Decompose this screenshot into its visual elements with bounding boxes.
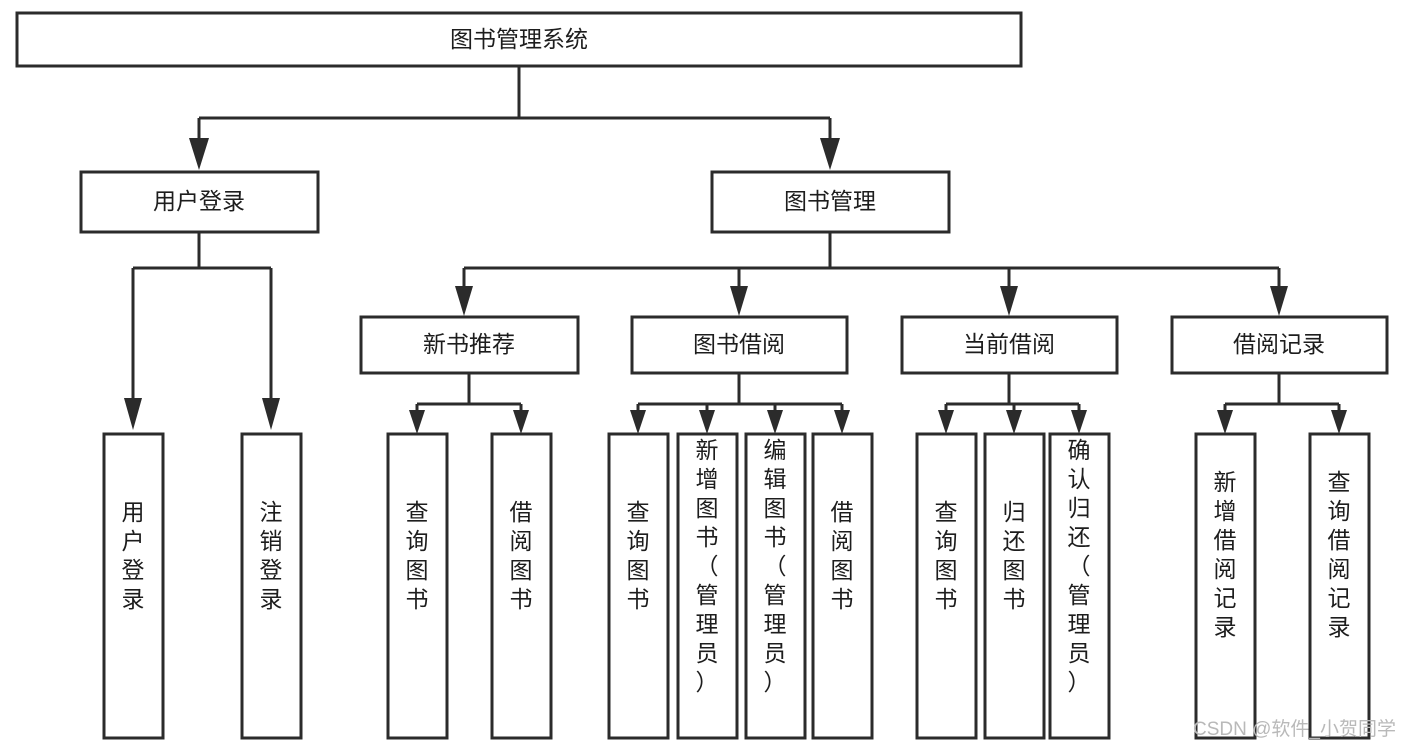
connector-group-book-manage-to-level3 xyxy=(455,233,1288,316)
node-new-book-recommend-box[interactable] xyxy=(359,315,580,375)
node-leaf-logout-login-label: 注销登录 xyxy=(260,499,283,612)
node-book-manage[interactable]: 图书管理 xyxy=(710,170,951,234)
node-book-borrow-label: 图书借阅 xyxy=(693,331,785,357)
node-leaf-query-borrow-record-box[interactable] xyxy=(1308,432,1371,740)
node-leaf-add-borrow-record[interactable]: 新增借阅记录 xyxy=(1194,432,1257,740)
arrow-head-new-book-recommend xyxy=(455,286,473,316)
node-leaf-borrow-book-2-label: 借阅图书 xyxy=(831,499,854,612)
arrow-head-leaf-borrow-book-2 xyxy=(834,410,850,434)
node-user-login[interactable]: 用户登录 xyxy=(79,170,320,234)
arrow-head-leaf-query-book-2 xyxy=(630,410,646,434)
node-leaf-query-borrow-record-label: 查询借阅记录 xyxy=(1328,469,1351,640)
node-current-borrow-box[interactable] xyxy=(900,315,1119,375)
csdn-watermark: CSDN @软件_小贺同学 xyxy=(1193,718,1396,740)
node-leaf-query-borrow-record[interactable]: 查询借阅记录 xyxy=(1308,432,1371,740)
node-leaf-add-book[interactable]: 新增图书（管理员） xyxy=(676,432,739,740)
arrow-head-leaf-query-book-3 xyxy=(938,410,954,434)
connector-group-book-borrow-to-leaves xyxy=(630,374,850,434)
node-user-login-label: 用户登录 xyxy=(153,188,245,214)
node-leaf-query-book-3-box[interactable] xyxy=(915,432,978,740)
node-leaf-borrow-book-2[interactable]: 借阅图书 xyxy=(811,432,874,740)
connector-group-user-login-to-leaves xyxy=(124,233,280,430)
node-leaf-query-book-2[interactable]: 查询图书 xyxy=(607,432,670,740)
node-leaf-return-book-box[interactable] xyxy=(983,432,1046,740)
node-leaf-borrow-book-1-label: 借阅图书 xyxy=(510,499,533,612)
node-borrow-record-label: 借阅记录 xyxy=(1233,331,1325,357)
arrow-head-leaf-query-book-1 xyxy=(409,410,425,434)
arrow-head-leaf-return-book xyxy=(1006,410,1022,434)
arrow-head-user-login xyxy=(189,138,209,170)
node-book-borrow[interactable]: 图书借阅 xyxy=(630,315,849,375)
arrow-head-book-manage xyxy=(820,138,840,170)
connector-group-borrow-record-to-leaves xyxy=(1217,374,1347,434)
node-new-book-recommend-label: 新书推荐 xyxy=(423,331,515,357)
node-leaf-add-book-box[interactable] xyxy=(676,432,739,740)
node-leaf-edit-book[interactable]: 编辑图书（管理员） xyxy=(744,432,807,740)
node-leaf-query-book-1-box[interactable] xyxy=(386,432,449,740)
arrow-head-current-borrow xyxy=(1000,286,1018,316)
node-root[interactable]: 图书管理系统 xyxy=(15,11,1023,68)
node-leaf-query-book-1[interactable]: 查询图书 xyxy=(386,432,449,740)
node-leaf-query-book-3[interactable]: 查询图书 xyxy=(915,432,978,740)
node-root-box[interactable] xyxy=(15,11,1023,68)
node-book-manage-label: 图书管理 xyxy=(784,188,876,214)
node-book-manage-box[interactable] xyxy=(710,170,951,234)
arrow-head-leaf-add-book xyxy=(699,410,715,434)
node-book-borrow-box[interactable] xyxy=(630,315,849,375)
arrow-head-leaf-add-borrow-record xyxy=(1217,410,1233,434)
node-current-borrow[interactable]: 当前借阅 xyxy=(900,315,1119,375)
node-current-borrow-label: 当前借阅 xyxy=(963,331,1055,357)
arrow-head-leaf-user-login xyxy=(124,398,142,430)
connector-group-root-to-level2 xyxy=(189,67,840,170)
node-leaf-confirm-return-label: 确认归还（管理员） xyxy=(1068,437,1091,695)
node-leaf-borrow-book-1-box[interactable] xyxy=(490,432,553,740)
arrow-head-leaf-borrow-book-1 xyxy=(513,410,529,434)
connector-group-current-borrow-to-leaves xyxy=(938,374,1087,434)
node-leaf-user-login-box[interactable] xyxy=(102,432,165,740)
node-leaf-add-borrow-record-box[interactable] xyxy=(1194,432,1257,740)
arrow-head-leaf-confirm-return xyxy=(1071,410,1087,434)
node-leaf-return-book-label: 归还图书 xyxy=(1003,499,1026,612)
node-borrow-record[interactable]: 借阅记录 xyxy=(1170,315,1389,375)
connector-group-new-book-recommend-to-leaves xyxy=(409,374,529,434)
node-leaf-confirm-return-box[interactable] xyxy=(1048,432,1111,740)
arrow-head-book-borrow xyxy=(730,286,748,316)
node-leaf-edit-book-box[interactable] xyxy=(744,432,807,740)
node-leaf-logout-login[interactable]: 注销登录 xyxy=(240,432,303,740)
node-borrow-record-box[interactable] xyxy=(1170,315,1389,375)
node-leaf-query-book-3-label: 查询图书 xyxy=(935,499,958,612)
arrow-head-borrow-record xyxy=(1270,286,1288,316)
node-root-label: 图书管理系统 xyxy=(450,26,588,52)
node-leaf-user-login-label: 用户登录 xyxy=(122,499,145,612)
arrow-head-leaf-edit-book xyxy=(767,410,783,434)
node-new-book-recommend[interactable]: 新书推荐 xyxy=(359,315,580,375)
arrow-head-leaf-logout-login xyxy=(262,398,280,430)
node-leaf-add-borrow-record-label: 新增借阅记录 xyxy=(1214,469,1237,640)
node-leaf-return-book[interactable]: 归还图书 xyxy=(983,432,1046,740)
node-leaf-logout-login-box[interactable] xyxy=(240,432,303,740)
arrow-head-leaf-query-borrow-record xyxy=(1331,410,1347,434)
node-leaf-query-book-2-label: 查询图书 xyxy=(627,499,650,612)
node-leaf-query-book-2-box[interactable] xyxy=(607,432,670,740)
node-leaf-edit-book-label: 编辑图书（管理员） xyxy=(764,437,787,695)
node-leaf-add-book-label: 新增图书（管理员） xyxy=(696,437,719,695)
node-leaf-borrow-book-1[interactable]: 借阅图书 xyxy=(490,432,553,740)
node-leaf-user-login[interactable]: 用户登录 xyxy=(102,432,165,740)
node-leaf-query-book-1-label: 查询图书 xyxy=(406,499,429,612)
node-leaf-confirm-return[interactable]: 确认归还（管理员） xyxy=(1048,432,1111,740)
node-leaf-borrow-book-2-box[interactable] xyxy=(811,432,874,740)
node-user-login-box[interactable] xyxy=(79,170,320,234)
